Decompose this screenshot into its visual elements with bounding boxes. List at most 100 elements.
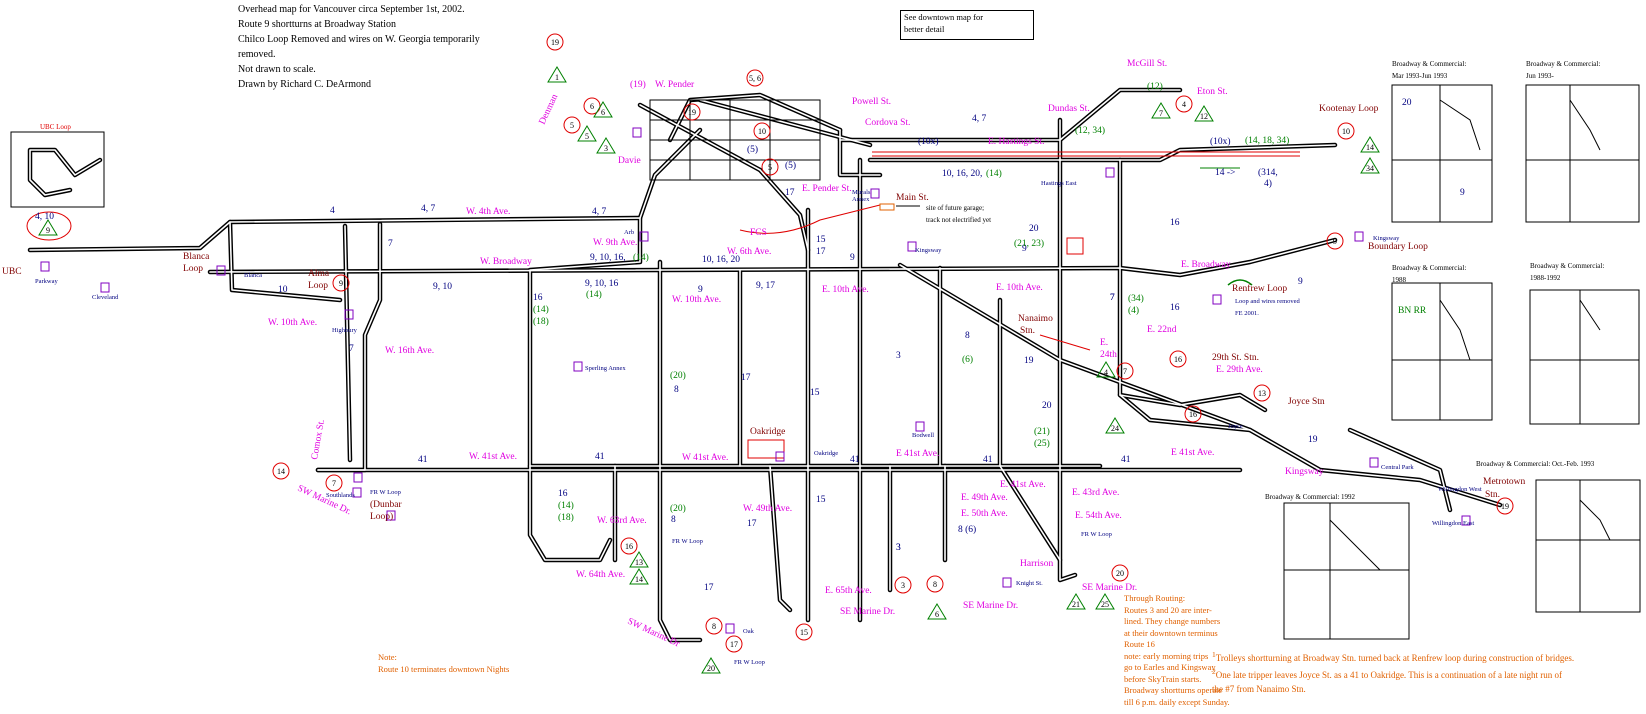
wire bbox=[767, 463, 793, 613]
inset-diagrams bbox=[1283, 84, 1641, 640]
street-label: Eton St. bbox=[1197, 87, 1228, 97]
triangle-number: 1 bbox=[555, 73, 559, 82]
wire bbox=[637, 127, 703, 221]
street-label: W. 4th Ave. bbox=[466, 207, 510, 217]
route-number: 7 bbox=[1110, 293, 1115, 303]
route-number-alt: (6) bbox=[962, 354, 973, 365]
place-label: Blanca bbox=[183, 252, 210, 262]
note-line: lined. They change numbers bbox=[1124, 616, 1221, 626]
place-label: UBC bbox=[2, 267, 22, 277]
circle-number: 14 bbox=[277, 467, 285, 476]
wire-inner bbox=[999, 465, 1061, 561]
route-terminus-circle bbox=[1326, 232, 1344, 250]
circle-number: 5 bbox=[570, 121, 574, 130]
street-label: W. Broadway bbox=[480, 257, 532, 267]
circle-number: 6 bbox=[590, 102, 594, 111]
wire bbox=[657, 259, 703, 643]
circle-number: 9 bbox=[339, 279, 343, 288]
route-number: (5) bbox=[747, 144, 758, 155]
note-line: Route 16 bbox=[1124, 639, 1155, 649]
route-number: 17 bbox=[741, 373, 751, 383]
inset-box bbox=[1525, 84, 1640, 223]
street-label: W. 16th Ave. bbox=[385, 346, 434, 356]
street-label: Metrotown bbox=[1483, 477, 1525, 487]
street-label: Denman bbox=[538, 93, 561, 127]
place-label: FR W Loop bbox=[1081, 531, 1112, 538]
route-number: 10 bbox=[278, 285, 288, 295]
route-triangle bbox=[593, 101, 613, 118]
note-line: at their downtown terminus bbox=[1124, 627, 1218, 638]
route-terminus-circle bbox=[546, 33, 564, 51]
route-number: (314, bbox=[1258, 167, 1278, 178]
note-line: Broadway shortturns operate bbox=[1124, 685, 1223, 695]
route-number: 3 bbox=[896, 543, 901, 553]
place-label: FE 2001. bbox=[1235, 310, 1259, 317]
route-terminus-circle bbox=[583, 97, 601, 115]
route-number: 9, 17 bbox=[756, 281, 775, 291]
inset-box bbox=[1391, 282, 1493, 421]
wire-inner bbox=[209, 239, 1336, 276]
inset-title: 1988 bbox=[1392, 276, 1407, 284]
route-triangle bbox=[38, 219, 58, 236]
route-number: 17 bbox=[747, 519, 757, 529]
street-label: Kootenay Loop bbox=[1319, 104, 1379, 114]
route-number-alt: (4) bbox=[1128, 305, 1139, 316]
stop-square bbox=[915, 421, 925, 432]
circle-number: 13 bbox=[1258, 389, 1266, 398]
wire-inner bbox=[639, 104, 761, 171]
street-label: Harrison bbox=[1020, 559, 1053, 569]
route-terminus-circle bbox=[1169, 350, 1187, 368]
circle-number: 19 bbox=[551, 38, 559, 47]
route-triangle bbox=[1095, 593, 1115, 610]
stop-square bbox=[344, 309, 354, 320]
street-label: E. 54th Ave. bbox=[1075, 511, 1122, 521]
route-number: 8 bbox=[965, 331, 970, 341]
route-number: 20 bbox=[1042, 401, 1052, 411]
route-number-alt: (14) bbox=[558, 500, 574, 511]
triangle-number: 6 bbox=[601, 108, 605, 117]
route-number-alt: (12) bbox=[1147, 81, 1163, 92]
route-triangle bbox=[1096, 361, 1116, 378]
inset-title: Broadway & Commercial: bbox=[1526, 60, 1600, 68]
stop-square bbox=[573, 361, 583, 372]
route-number-alt: (21, 23) bbox=[1014, 238, 1044, 249]
route-number: 9 bbox=[1022, 244, 1027, 254]
circle-number: 15 bbox=[800, 628, 808, 637]
place-label: Annex bbox=[852, 196, 870, 203]
circle-number: 8 bbox=[712, 622, 716, 631]
route-terminus-circle bbox=[1111, 564, 1129, 582]
circle-number: 7 bbox=[1123, 367, 1127, 376]
route-number: 4, 10 bbox=[35, 212, 54, 222]
stop-square bbox=[216, 265, 226, 276]
place-label: site of future garage; bbox=[926, 204, 984, 212]
wire-inner bbox=[1059, 119, 1076, 581]
note-title: Note: bbox=[378, 652, 397, 662]
stop-square bbox=[1105, 167, 1115, 178]
stop-square bbox=[40, 261, 50, 272]
street-label: E. 10th Ave. bbox=[822, 285, 869, 295]
street-label: W. Pender bbox=[655, 80, 695, 90]
through-routing-note: Through Routing: Routes 3 and 20 are int… bbox=[1124, 593, 1230, 708]
place-label: (Dunbar bbox=[370, 499, 402, 510]
inset-title: 1988-1992 bbox=[1530, 274, 1561, 282]
route-triangle bbox=[1105, 417, 1125, 434]
stop-square bbox=[639, 231, 649, 242]
place-label: Bodwell bbox=[912, 432, 934, 439]
wire-inner bbox=[759, 169, 809, 251]
street-label: Stn. bbox=[1020, 326, 1035, 336]
street-label: Kingsway bbox=[1285, 467, 1324, 477]
route-number: 4, 7 bbox=[592, 207, 607, 217]
street-label: Davie bbox=[618, 156, 641, 166]
footnote-2-cont: the #7 from Nanaimo Stn. bbox=[1212, 684, 1306, 694]
street-label: W. 63rd Ave. bbox=[597, 516, 647, 526]
route-number: 15 bbox=[816, 235, 826, 245]
route-triangle bbox=[1151, 102, 1171, 119]
route-number: 20 bbox=[1029, 224, 1039, 234]
circle-number: 10 bbox=[758, 127, 766, 136]
place-label: Loop bbox=[308, 281, 328, 291]
route-box-9 bbox=[1066, 237, 1084, 255]
street-label: W. 10th Ave. bbox=[672, 295, 721, 305]
route-triangle bbox=[927, 603, 947, 620]
inset-title: Broadway & Commercial: bbox=[1530, 262, 1604, 270]
